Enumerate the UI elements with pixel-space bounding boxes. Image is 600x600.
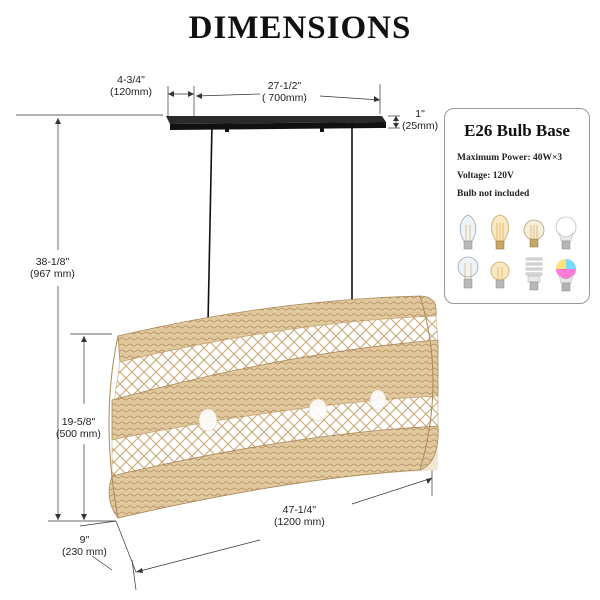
bulb-base-title: E26 Bulb Base [464, 121, 570, 140]
hanging-cords [207, 122, 353, 325]
shade-length-label: 47-1/4" (1200 mm) [274, 504, 325, 528]
rattan-shade [108, 295, 439, 519]
shade-height-label: 19-5/8" (500 mm) [56, 416, 101, 440]
edison-st64-bulb-icon [459, 214, 477, 250]
ceiling-canopy [166, 116, 386, 132]
voltage-text: Voltage: 120V [457, 171, 514, 181]
edison-small-globe-bulb-icon [490, 261, 510, 289]
edison-a19-bulb-icon [457, 256, 479, 289]
max-power-text: Maximum Power: 40W×3 [457, 153, 563, 163]
shade-depth-label: 9" (230 mm) [62, 534, 107, 558]
canopy-length-label: 27-1/2" ( 700mm) [262, 80, 307, 104]
bulb-note-text: Bulb not included [457, 189, 530, 199]
spiral-cfl-bulb-icon [525, 257, 543, 291]
edison-globe-bulb-icon [523, 219, 545, 248]
overall-height-label: 38-1/8" (967 mm) [30, 256, 75, 280]
bulb-info-box: E26 Bulb Base Maximum Power: 40W×3 Volta… [444, 108, 590, 304]
canopy-depth-label: 4-3/4" (120mm) [110, 74, 153, 98]
canopy-height-label: 1" (25mm) [402, 108, 439, 132]
led-a19-bulb-icon [555, 216, 577, 250]
edison-teardrop-bulb-icon [491, 214, 509, 250]
page-title: DIMENSIONS [188, 10, 412, 46]
dimension-arrowheads [55, 91, 432, 573]
rgb-smart-bulb-icon [556, 259, 576, 292]
